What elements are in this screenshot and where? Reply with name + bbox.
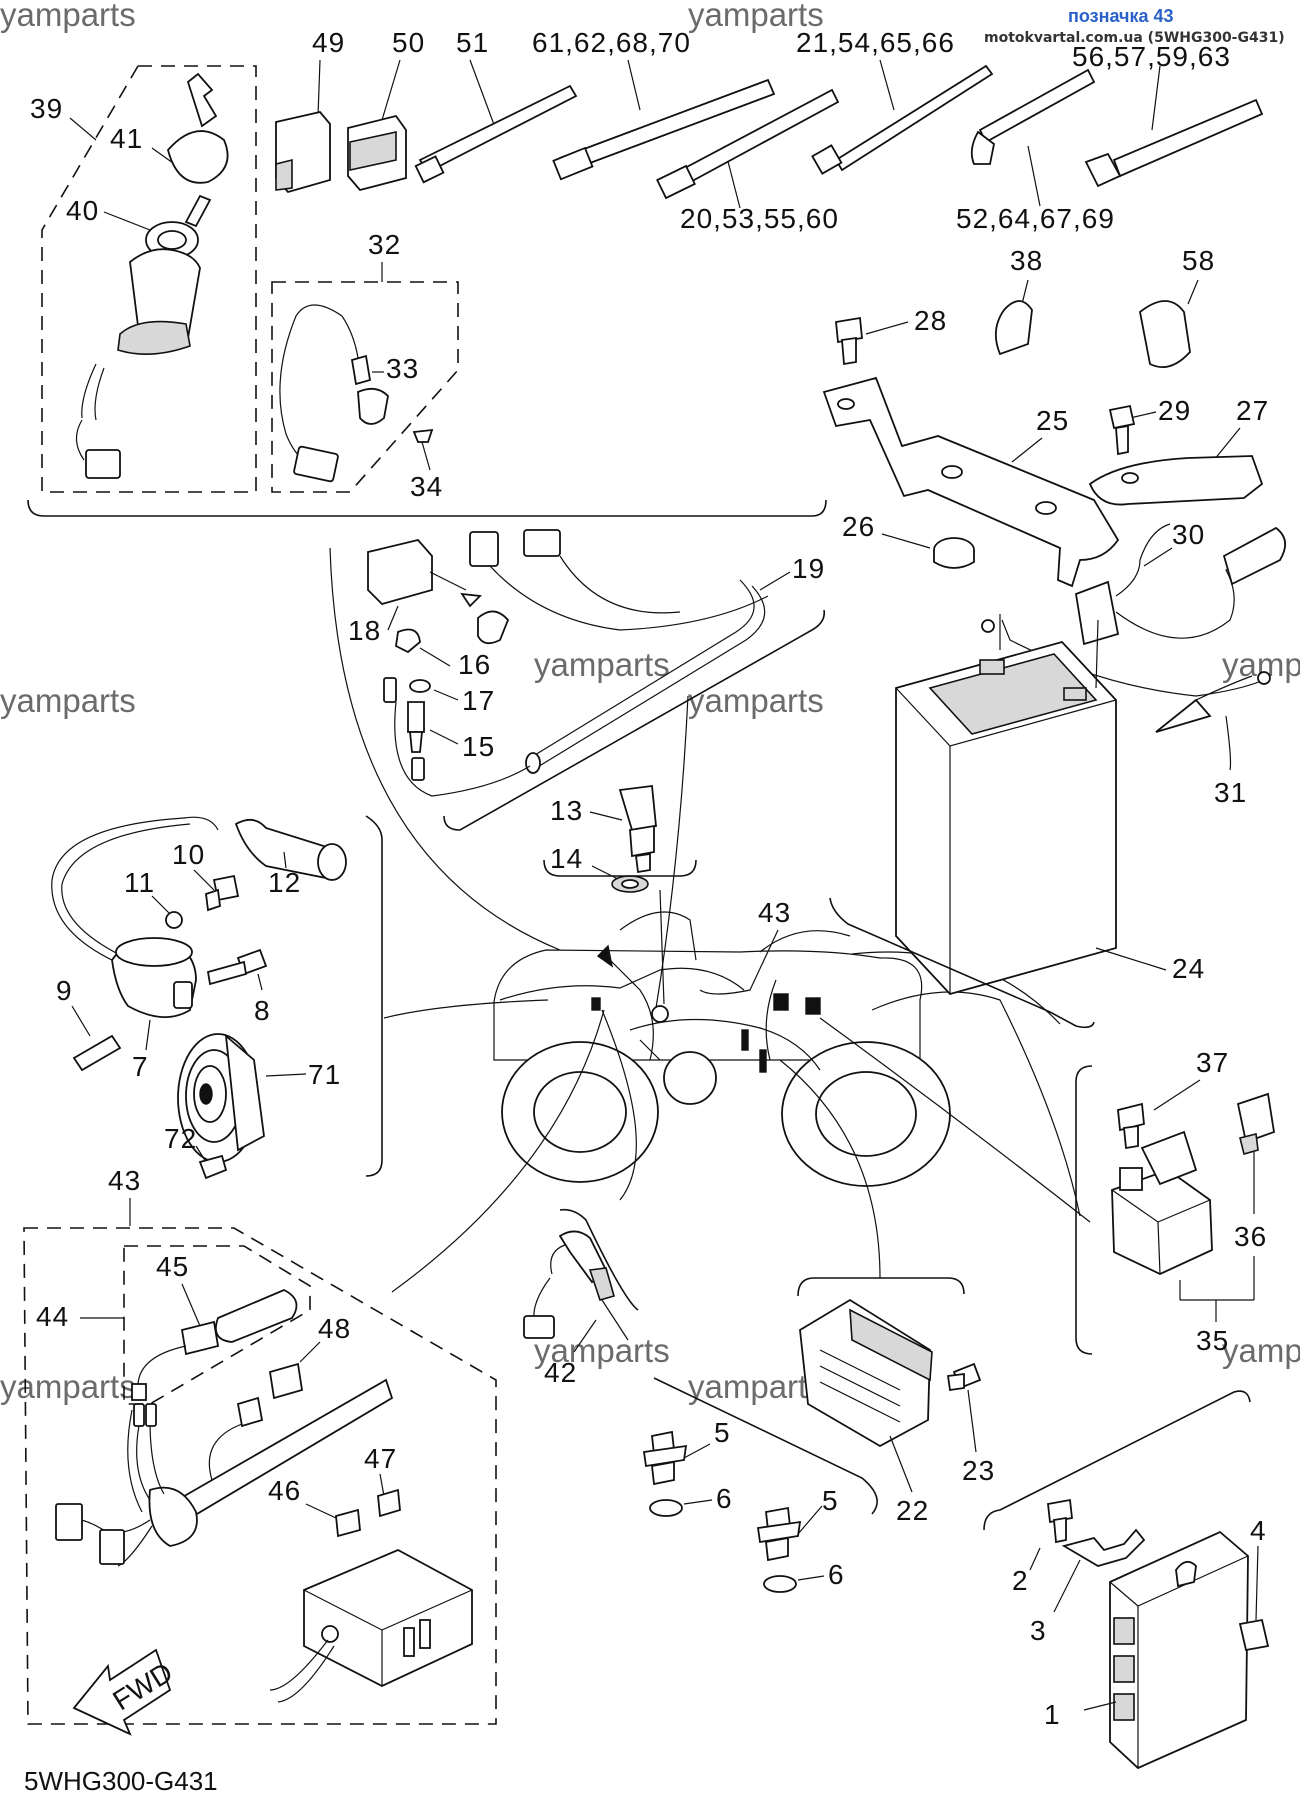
label-2: 2 bbox=[1012, 1565, 1029, 1596]
main-switch-group: 39 41 40 bbox=[30, 65, 257, 493]
label-46: 46 bbox=[268, 1475, 301, 1506]
label-11: 11 bbox=[124, 867, 155, 898]
speed-sensor-group: 42 bbox=[523, 1208, 639, 1388]
label-32: 32 bbox=[368, 229, 401, 260]
top-connectors bbox=[275, 59, 1264, 209]
label-34: 34 bbox=[410, 471, 443, 502]
label-29: 29 bbox=[1158, 395, 1191, 426]
label-58: 58 bbox=[1182, 245, 1215, 276]
label-37: 37 bbox=[1196, 1047, 1229, 1078]
forward-arrow: FWD bbox=[72, 1648, 178, 1736]
battery-bracket-group: 38 58 28 25 29 27 26 bbox=[822, 245, 1269, 588]
label-40: 40 bbox=[66, 195, 99, 226]
label-42: 42 bbox=[544, 1357, 577, 1388]
label-12: 12 bbox=[268, 867, 301, 898]
watermark-center-2: yamparts bbox=[688, 682, 824, 719]
label-group-56-57-59-63: 56,57,59,63 bbox=[1072, 41, 1231, 72]
label-group-21-54-65-66: 21,54,65,66 bbox=[796, 27, 955, 58]
label-47: 47 bbox=[364, 1443, 397, 1474]
label-38: 38 bbox=[1010, 245, 1043, 276]
label-44: 44 bbox=[36, 1301, 69, 1332]
atv-body: 43 bbox=[329, 547, 1091, 1293]
label-1: 1 bbox=[1044, 1699, 1061, 1730]
label-41: 41 bbox=[110, 123, 143, 154]
watermark-left: yamparts bbox=[0, 682, 136, 719]
header-source: motokvartal.com.ua (5WHG300-G431) bbox=[984, 30, 1285, 46]
label-5a: 5 bbox=[714, 1417, 731, 1448]
thermo-switch-group: 13 14 bbox=[543, 784, 697, 893]
sensor-lead-group: 32 33 34 bbox=[271, 229, 459, 502]
label-7: 7 bbox=[132, 1051, 149, 1082]
label-28: 28 bbox=[914, 305, 947, 336]
label-51: 51 bbox=[456, 27, 489, 58]
label-27: 27 bbox=[1236, 395, 1269, 426]
label-10: 10 bbox=[172, 839, 205, 870]
label-23: 23 bbox=[962, 1455, 995, 1486]
label-16: 16 bbox=[458, 649, 491, 680]
label-31: 31 bbox=[1214, 777, 1247, 808]
watermark-bottom-right: yamparts bbox=[1222, 1332, 1300, 1369]
label-8: 8 bbox=[254, 995, 271, 1026]
bolts-group: 5 6 5 6 bbox=[642, 1377, 878, 1593]
label-9: 9 bbox=[56, 975, 73, 1006]
wire-harness-group: 43 44 45 48 47 46 bbox=[23, 1165, 497, 1725]
label-35: 35 bbox=[1196, 1325, 1229, 1356]
watermark-bottom-left: yamparts bbox=[0, 1368, 136, 1405]
label-17: 17 bbox=[462, 685, 495, 716]
rectifier-group: 23 22 bbox=[797, 1277, 995, 1526]
ignition-coil-group: 12 10 11 7 8 9 71 72 bbox=[51, 815, 383, 1180]
ecu-group: 2 3 1 4 bbox=[983, 1390, 1270, 1770]
label-25: 25 bbox=[1036, 405, 1069, 436]
label-71: 71 bbox=[308, 1059, 341, 1090]
watermark-bottom-center-1: yamparts bbox=[534, 1332, 670, 1369]
label-24: 24 bbox=[1172, 953, 1205, 984]
label-13: 13 bbox=[550, 795, 583, 826]
header-label: позначка 43 bbox=[1068, 6, 1174, 26]
watermarks: yamparts yamparts yamparts yamparts yamp… bbox=[0, 0, 1300, 1405]
label-43-left: 43 bbox=[108, 1165, 141, 1196]
label-50: 50 bbox=[392, 27, 425, 58]
label-45: 45 bbox=[156, 1251, 189, 1282]
watermark-top-left: yamparts bbox=[0, 0, 136, 33]
label-22: 22 bbox=[896, 1495, 929, 1526]
label-18: 18 bbox=[348, 615, 381, 646]
watermark-center-1: yamparts bbox=[534, 646, 670, 683]
upper-bracket bbox=[27, 499, 827, 517]
watermark-top-center: yamparts bbox=[688, 0, 824, 33]
label-3: 3 bbox=[1030, 1615, 1047, 1646]
label-6b: 6 bbox=[828, 1559, 845, 1590]
neutral-switch-group: 18 19 16 17 15 bbox=[348, 529, 826, 831]
label-5b: 5 bbox=[822, 1485, 839, 1516]
starter-relay-group: 37 36 35 bbox=[1075, 1047, 1276, 1356]
label-48: 48 bbox=[318, 1313, 351, 1344]
watermark-bottom-center-2: yamparts bbox=[688, 1368, 824, 1405]
label-72: 72 bbox=[164, 1123, 197, 1154]
label-49: 49 bbox=[312, 27, 345, 58]
label-4: 4 bbox=[1250, 1515, 1267, 1546]
label-15: 15 bbox=[462, 731, 495, 762]
label-33: 33 bbox=[386, 353, 419, 384]
label-36: 36 bbox=[1234, 1221, 1267, 1252]
label-30: 30 bbox=[1172, 519, 1205, 550]
label-group-52-64-67-69: 52,64,67,69 bbox=[956, 203, 1115, 234]
label-26: 26 bbox=[842, 511, 875, 542]
label-39: 39 bbox=[30, 93, 63, 124]
label-19: 19 bbox=[792, 553, 825, 584]
label-group-61-62-68-70: 61,62,68,70 bbox=[532, 27, 691, 58]
label-14: 14 bbox=[550, 843, 583, 874]
label-group-20-53-55-60: 20,53,55,60 bbox=[680, 203, 839, 234]
battery-group: 30 31 24 bbox=[829, 519, 1286, 1029]
label-43-center: 43 bbox=[758, 897, 791, 928]
label-6a: 6 bbox=[716, 1483, 733, 1514]
diagram-code: 5WHG300-G431 bbox=[24, 1766, 218, 1796]
